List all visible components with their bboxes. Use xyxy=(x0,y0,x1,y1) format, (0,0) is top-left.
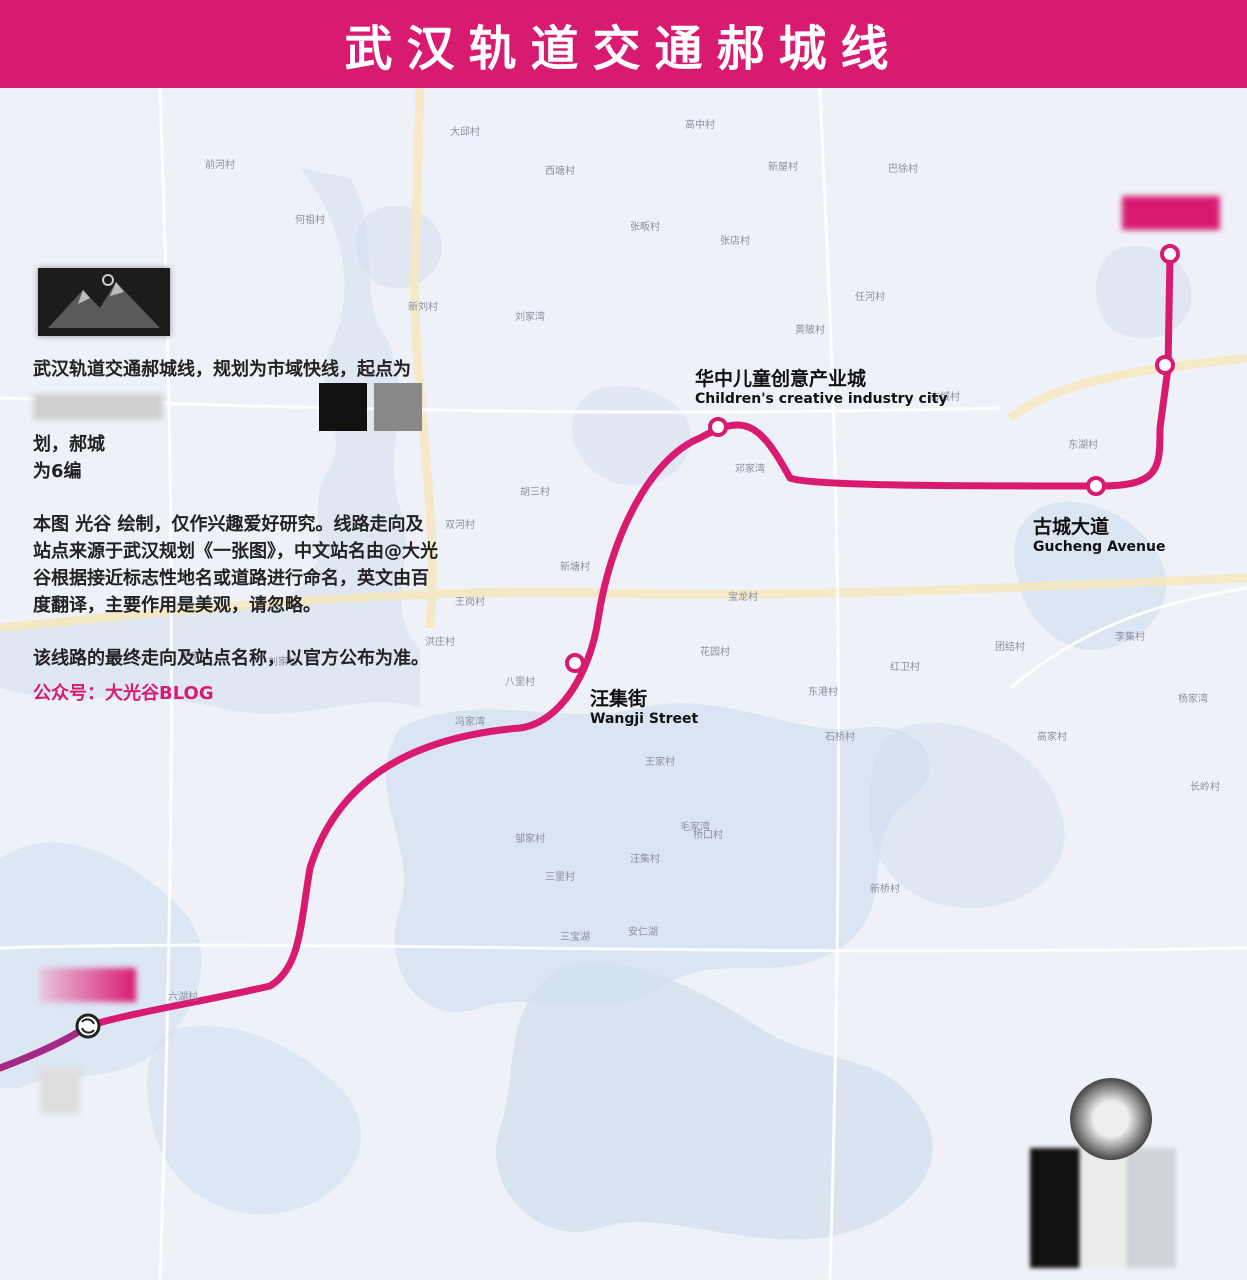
place-name: 高中村 xyxy=(685,120,715,131)
place-name: 张畈村 xyxy=(630,222,660,233)
place-name: 古城村 xyxy=(930,392,960,403)
station-dot-children xyxy=(708,417,728,437)
station-label-children[interactable]: 华中儿童创意产业城 Children's creative industry c… xyxy=(695,364,947,407)
place-name: 胡三村 xyxy=(520,487,550,498)
station-name-en: Gucheng Avenue xyxy=(1033,539,1166,555)
place-name: 东港村 xyxy=(808,687,838,698)
station-label-gucheng[interactable]: 古城大道 Gucheng Avenue xyxy=(1033,512,1165,555)
place-name: 花园村 xyxy=(700,647,730,658)
place-name: 长岭村 xyxy=(1190,782,1220,793)
place-name: 八里村 xyxy=(505,677,535,688)
station-label-wangji[interactable]: 汪集街 Wangji Street xyxy=(590,684,698,727)
qr-code-area xyxy=(1030,1148,1176,1268)
place-name: 刘家湾 xyxy=(515,312,545,323)
place-name: 张店村 xyxy=(720,236,750,247)
place-name: 西塘村 xyxy=(545,166,575,177)
map-area[interactable]: 大邱村 高中村新屋村 巴徐村 西塘村 前河村何祖村张畈村张店村新刘村刘家湾 任河村黄陂村古… xyxy=(0,88,1247,1280)
place-name: 何祖村 xyxy=(295,215,325,226)
redacted-block xyxy=(319,383,368,431)
place-name: 桥口村 xyxy=(693,830,723,841)
place-name: 新桥村 xyxy=(870,884,900,895)
metro-line xyxy=(0,250,1174,1072)
train-avatar-icon xyxy=(1070,1078,1152,1160)
redacted-block xyxy=(373,383,422,431)
place-name: 三里村 xyxy=(545,872,575,883)
mountain-logo-icon xyxy=(38,268,170,336)
redacted-block xyxy=(33,394,163,420)
place-name: 巴徐村 xyxy=(888,164,918,175)
station-markers xyxy=(565,244,1180,673)
place-name: 新刘村 xyxy=(408,302,438,313)
place-name: 新屋村 xyxy=(768,162,798,173)
place-name: 朱家湾 xyxy=(180,652,210,663)
station-name-en: Children's creative industry city xyxy=(695,391,948,407)
title-banner: 武汉轨道交通郝城线 xyxy=(0,0,1247,88)
place-name: 石桥村 xyxy=(825,732,855,743)
credit-line[interactable]: 公众号：大光谷BLOG xyxy=(33,683,214,704)
intro-paragraph-2: 本图 光谷 绘制，仅作兴趣爱好研究。线路走向及站点来源于武汉规划《一张图》，中文… xyxy=(33,514,438,616)
terminal-sublabel-west xyxy=(40,1068,80,1114)
place-name: 刘家村 xyxy=(268,657,298,668)
place-name: 前河村 xyxy=(205,160,235,171)
place-name: 王家村 xyxy=(645,757,675,768)
station-dot-terminal-north xyxy=(1160,244,1180,264)
place-name: 王岗村 xyxy=(455,597,485,608)
place-name: 杨家湾 xyxy=(1178,694,1208,705)
place-name: 高家村 xyxy=(1037,732,1067,743)
station-dot-north-2 xyxy=(1155,355,1175,375)
terminal-label-north xyxy=(1122,196,1220,230)
station-dot-wangji xyxy=(565,653,585,673)
station-name-cn: 华中儿童创意产业城 xyxy=(695,368,867,390)
place-name: 黄陂村 xyxy=(795,325,825,336)
map-canvas xyxy=(0,88,1247,1280)
place-name: 任河村 xyxy=(855,292,885,303)
place-name: 安仁湖 xyxy=(628,927,658,938)
intro-text: 武汉轨道交通郝城线，规划为市域快线，起点为 划，郝城 为6编 本图 光谷 绘制，… xyxy=(33,356,438,733)
place-name: 六湖村 xyxy=(168,992,198,1003)
transfer-icon xyxy=(75,1013,101,1039)
station-name-cn: 汪集街 xyxy=(590,688,648,710)
station-dot-gucheng xyxy=(1086,476,1106,496)
place-name: 新塘村 xyxy=(560,562,590,573)
page-title: 武汉轨道交通郝城线 xyxy=(344,21,903,77)
place-name: 邹家村 xyxy=(515,834,545,845)
place-name: 李集村 xyxy=(1115,632,1145,643)
place-name: 双河村 xyxy=(445,520,475,531)
place-name: 汪集村 xyxy=(630,854,660,865)
intro-paragraph-1: 武汉轨道交通郝城线，规划为市域快线，起点为 划，郝城 为6编 xyxy=(33,356,438,485)
place-name: 团结村 xyxy=(995,642,1025,653)
place-name: 红卫村 xyxy=(890,662,920,673)
place-name: 邓家湾 xyxy=(735,464,765,475)
place-name: 冯家湾 xyxy=(455,717,485,728)
place-name: 三宝湖 xyxy=(560,932,590,943)
station-name-en: Wangji Street xyxy=(590,711,699,727)
terminal-label-west xyxy=(40,968,136,1002)
place-name: 毛家湾 xyxy=(680,822,710,833)
station-name-cn: 古城大道 xyxy=(1033,516,1110,538)
place-name: 东湖村 xyxy=(1068,440,1098,451)
place-name: 宝龙村 xyxy=(728,592,758,603)
place-name: 大邱村 xyxy=(450,127,480,138)
intro-paragraph-3: 该线路的最终走向及站点名称，以官方公布为准。 xyxy=(33,648,429,669)
place-name: 洪庄村 xyxy=(425,637,455,648)
